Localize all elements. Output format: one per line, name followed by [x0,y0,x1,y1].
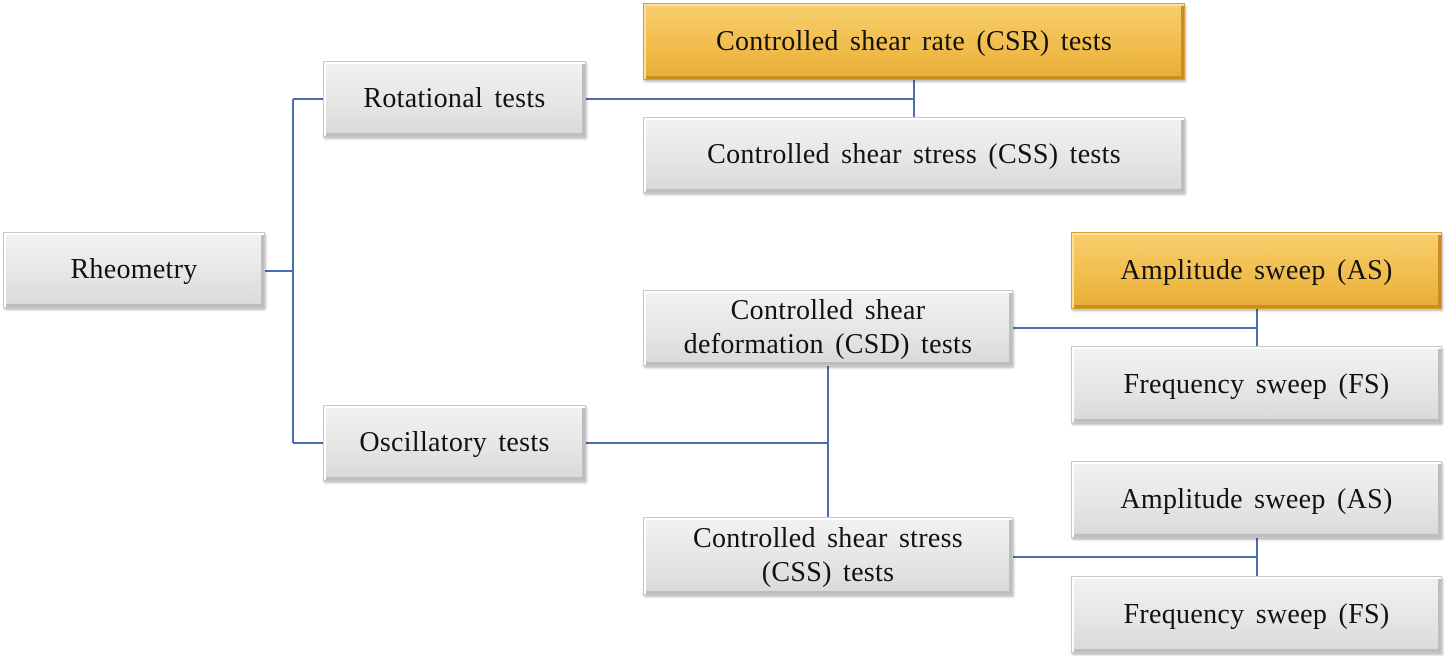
css-oscillatory-tests-label-line1: Controlled shear stress [693,523,963,554]
csd-frequency-sweep-node: Frequency sweep (FS) [1071,346,1442,423]
csd-tests-node: Controlled shear deformation (CSD) tests [643,290,1013,366]
csd-frequency-sweep-label: Frequency sweep (FS) [1123,368,1390,400]
oscillatory-tests-node: Oscillatory tests [323,405,586,481]
css-amplitude-sweep-label: Amplitude sweep (AS) [1120,483,1393,515]
css-rotational-tests-node: Controlled shear stress (CSS) tests [643,117,1185,193]
css-frequency-sweep-node: Frequency sweep (FS) [1071,576,1442,653]
csd-tests-label-line2: deformation (CSD) tests [683,329,973,360]
css-oscillatory-tests-label-line2: (CSS) tests [761,557,895,588]
rheometry-node: Rheometry [3,232,265,308]
rotational-tests-node: Rotational tests [323,61,586,137]
csr-tests-label: Controlled shear rate (CSR) tests [715,25,1113,57]
rheometry-label: Rheometry [70,254,198,285]
rotational-tests-label: Rotational tests [363,83,546,114]
css-rotational-tests-label: Controlled shear stress (CSS) tests [707,139,1121,170]
csd-amplitude-sweep-label: Amplitude sweep (AS) [1120,254,1393,286]
csd-tests-label-line1: Controlled shear [730,295,926,326]
oscillatory-tests-label: Oscillatory tests [359,427,550,458]
css-frequency-sweep-label: Frequency sweep (FS) [1123,598,1390,630]
css-oscillatory-tests-node: Controlled shear stress (CSS) tests [643,517,1013,595]
css-amplitude-sweep-node: Amplitude sweep (AS) [1071,461,1442,538]
csr-tests-node: Controlled shear rate (CSR) tests [643,3,1185,80]
csd-amplitude-sweep-node: Amplitude sweep (AS) [1071,232,1442,309]
